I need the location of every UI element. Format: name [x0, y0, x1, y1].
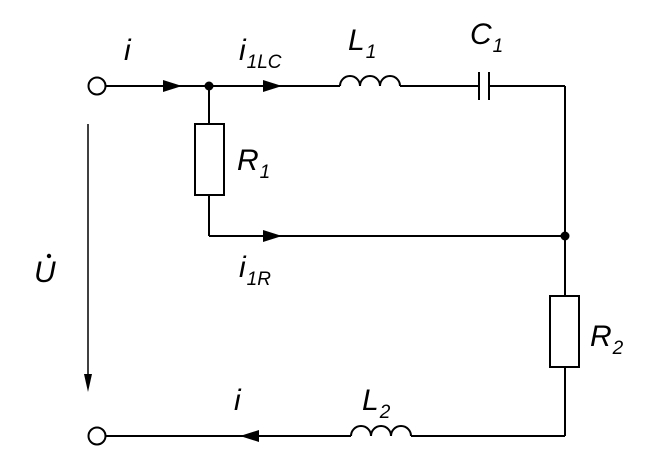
- voltage-arrow-head: [84, 374, 92, 392]
- label-i1lc: i1LC: [239, 34, 282, 73]
- input-terminal-bottom: [87, 426, 107, 446]
- label-r1: R1: [237, 144, 270, 183]
- label-i-in: i: [124, 34, 132, 67]
- label-u-dot: [46, 253, 52, 259]
- current-arrow-i-in: [163, 80, 182, 92]
- resistor-r2: [549, 295, 580, 368]
- inductor-l1: [339, 75, 401, 87]
- current-arrow-i-out: [240, 430, 259, 442]
- current-arrow-i1lc: [263, 80, 282, 92]
- input-terminal-top: [87, 76, 107, 96]
- label-l2: L2: [362, 384, 391, 423]
- label-c1: C1: [470, 18, 503, 57]
- label-r2: R2: [590, 320, 624, 359]
- label-l1: L1: [348, 24, 376, 63]
- resistor-r1: [194, 123, 225, 196]
- label-i-out: i: [234, 384, 242, 417]
- current-arrow-i1r: [263, 230, 282, 242]
- inductor-l2: [350, 425, 412, 437]
- label-u: U: [34, 256, 56, 289]
- label-i1r: i1R: [239, 251, 271, 290]
